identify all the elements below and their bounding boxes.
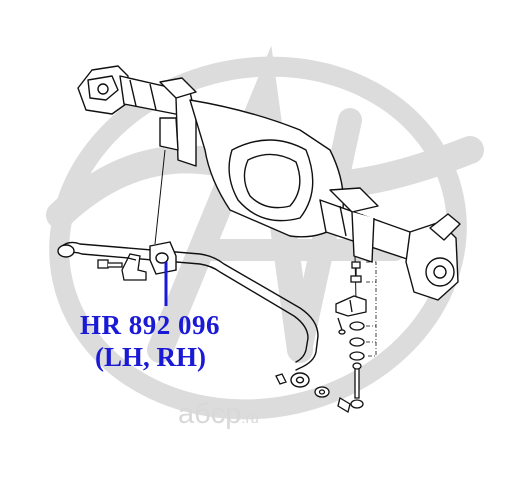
stabilizer-bushing (149, 241, 177, 275)
watermark-text: aбcp.ru (178, 398, 259, 431)
watermark-brand: aбcp (178, 398, 242, 430)
part-number-label: HR 892 096 (80, 310, 220, 340)
bushing-clamp (121, 253, 147, 281)
axle-housing (77, 65, 461, 301)
clamp-bolt (97, 259, 123, 269)
link-hardware (275, 261, 367, 414)
part-sides-label: (LH, RH) (95, 342, 206, 372)
reference-lines (366, 261, 377, 357)
watermark-domain: .ru (241, 410, 259, 427)
stabilizer-bar (57, 241, 319, 388)
